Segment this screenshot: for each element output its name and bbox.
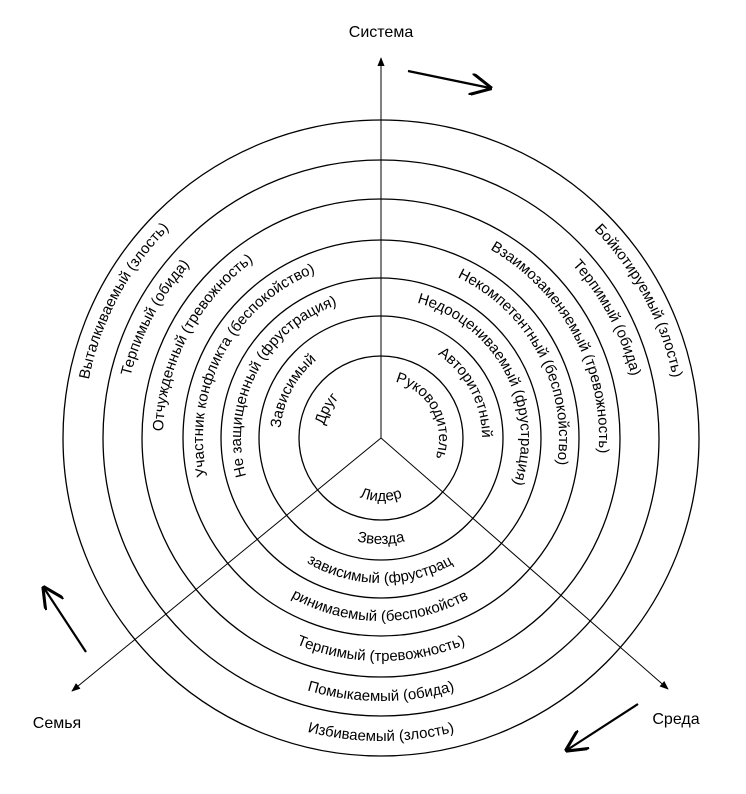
ring-label-right-1: Руководитель (394, 369, 452, 461)
axis-line-family (71, 437, 382, 692)
ring-label-bottom-7: Избиваемый (злость) (306, 719, 455, 745)
ring-label-left-2: Зависимый (267, 350, 319, 429)
axis-label-family: Семья (33, 715, 81, 732)
rotation-arrow-left (44, 588, 87, 653)
ring-label-bottom-1: Лидер (358, 485, 403, 505)
axis-line-environment (380, 437, 669, 690)
rotation-arrow-right (567, 703, 639, 750)
rotation-arrow-top (407, 69, 490, 88)
ring-label-bottom-5: Терпимый (тревожность) (295, 632, 467, 665)
axis-label-system: Система (349, 24, 414, 41)
ring-label-left-1: Друг (312, 389, 342, 426)
axis-label-environment: Среда (652, 711, 699, 728)
ring-label-bottom-2: Звезда (356, 528, 406, 548)
ring-label-bottom-6: Помыкаемый (обида) (306, 678, 456, 705)
